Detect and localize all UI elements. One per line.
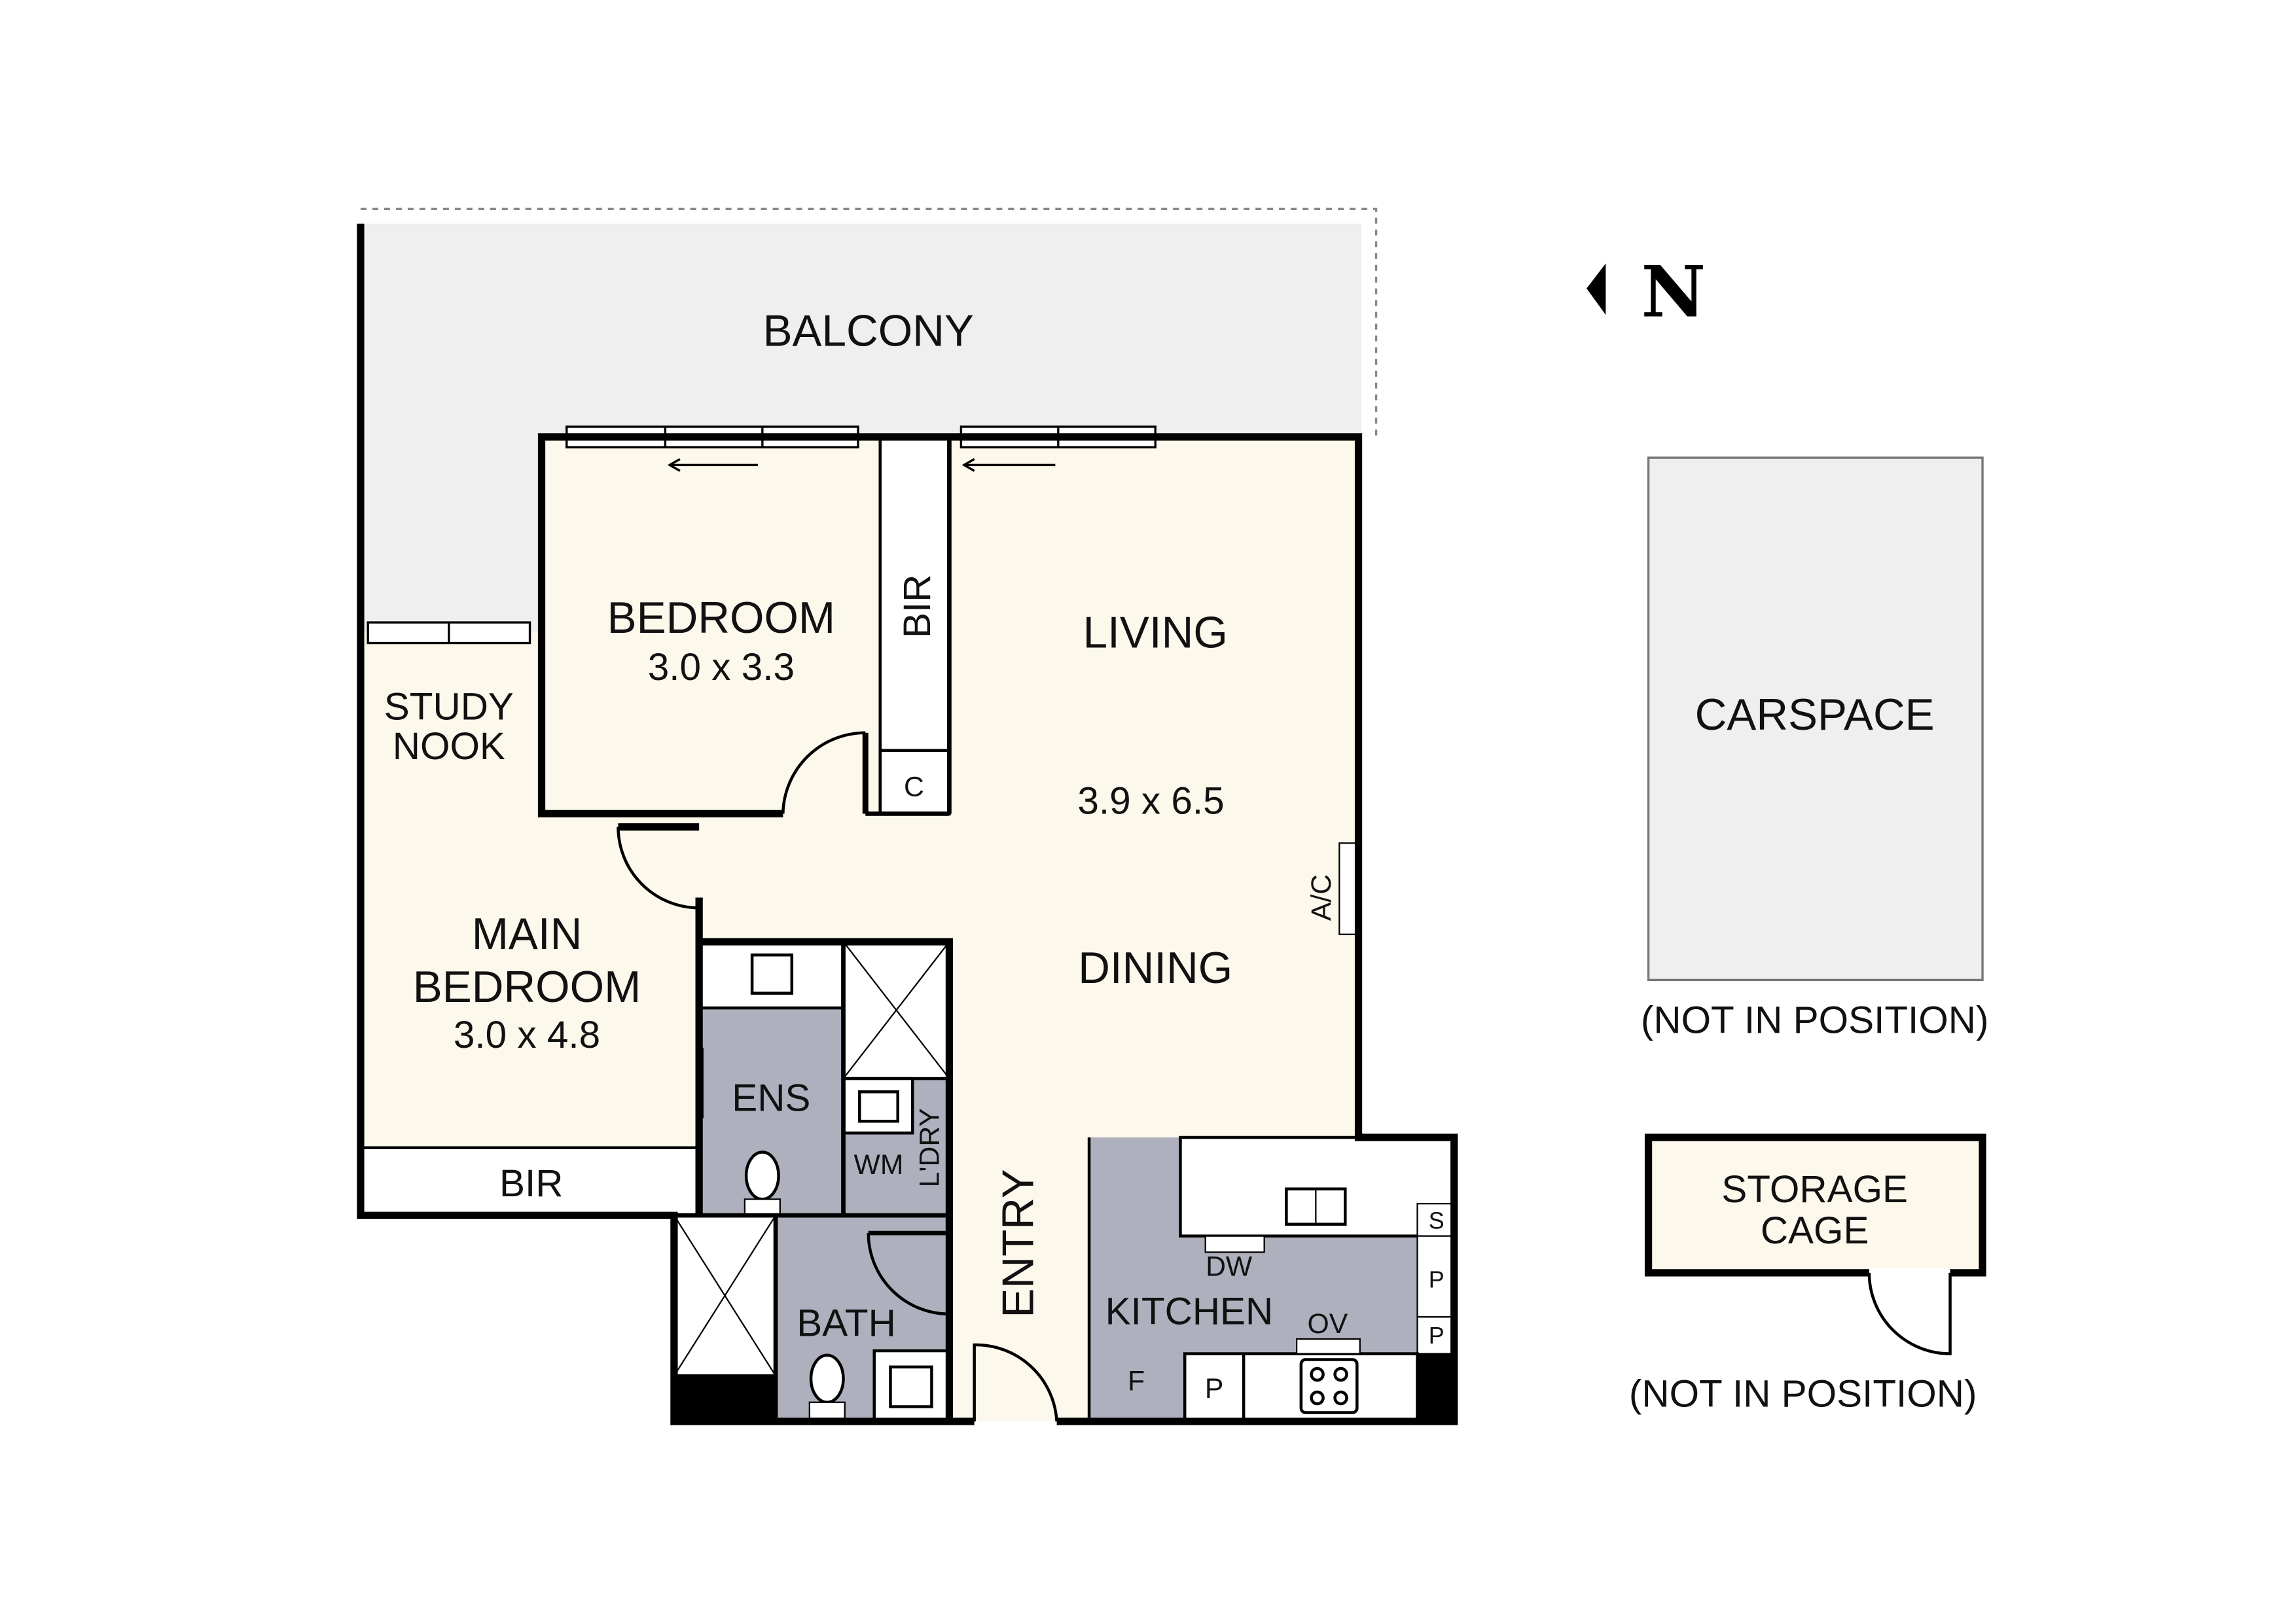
storage-label-2: CAGE [1761,1209,1869,1252]
main-bedroom-label-1: MAIN [472,910,583,959]
balcony-label: BALCONY [763,306,974,355]
pantry-label: P [1429,1266,1444,1293]
carspace-label: CARSPACE [1695,690,1935,740]
north-arrow-icon: N [1587,251,1706,333]
dishwasher-label: DW [1206,1251,1253,1282]
walls [357,223,1458,1425]
doors [617,731,1058,1422]
cooktop-icon [1299,1358,1359,1414]
oven-label: OV [1307,1308,1348,1340]
bath-shower [672,1213,778,1421]
living-label: LIVING [1083,608,1228,657]
toilet-icon [744,1150,780,1201]
ac-label: A/C [1306,874,1337,921]
pantry-label: P [1205,1373,1224,1404]
carspace: CARSPACE (NOT IN POSITION) [1641,456,1989,1041]
storage-cage: STORAGE CAGE (NOT IN POSITION) [1629,1133,1986,1415]
toilet-icon [809,1353,845,1404]
north-label: N [1641,251,1706,333]
laundry-label: L'DRY [914,1108,946,1187]
dining-label: DINING [1078,944,1232,993]
study-nook-label-2: NOOK [393,725,505,768]
fridge-label: F [1128,1366,1145,1397]
storage-note: (NOT IN POSITION) [1629,1372,1977,1415]
main-bedroom-size: 3.0 x 4.8 [454,1014,600,1056]
ensuite-label: ENS [732,1077,810,1120]
bedroom-size: 3.0 x 3.3 [648,646,795,688]
main-bedroom-label-2: BEDROOM [413,963,641,1012]
bath-label: BATH [797,1302,896,1345]
carspace-note: (NOT IN POSITION) [1641,999,1989,1041]
study-nook-label-1: STUDY [384,685,514,728]
pantry-label: P [1429,1322,1444,1349]
room-labels: BEDROOM 3.0 x 3.3 BIR C LIVING 3.9 x 6.5… [384,575,1444,1404]
bedroom-label: BEDROOM [607,594,835,643]
living-size: 3.9 x 6.5 [1077,779,1224,822]
floor-fills [360,437,1454,1421]
balcony: BALCONY [360,207,1378,633]
entry-label: ENTRY [994,1169,1043,1317]
cupboard-label: C [904,771,924,802]
bir-main-label: BIR [499,1162,563,1205]
sink-label: S [1429,1207,1444,1234]
ensuite-shower [842,940,951,1080]
storage-label-1: STORAGE [1721,1168,1908,1211]
washing-machine-label: WM [854,1149,904,1181]
bir-bedroom-label: BIR [896,575,939,638]
kitchen-label: KITCHEN [1105,1291,1274,1333]
